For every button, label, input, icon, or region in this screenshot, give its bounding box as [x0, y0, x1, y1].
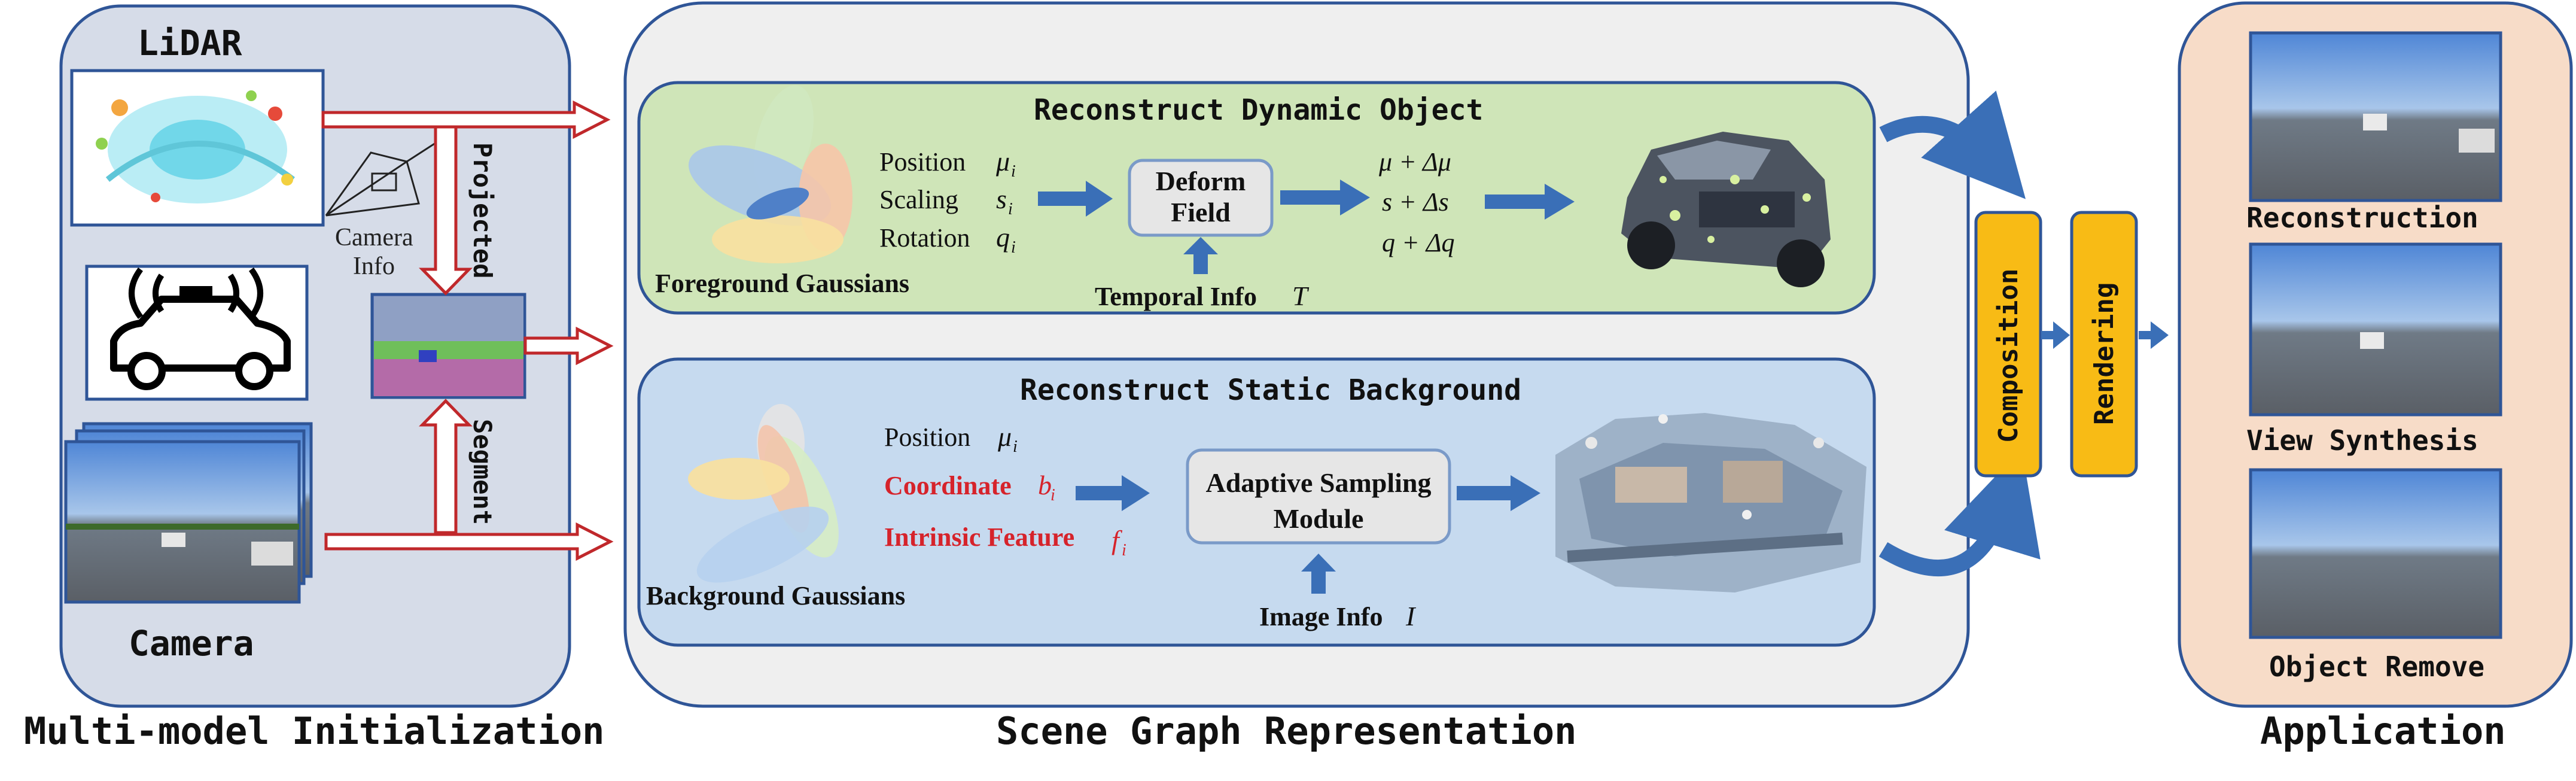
stat-param-position: Position: [884, 423, 970, 452]
curved-arrow-top: [1879, 90, 2026, 199]
dyn-output-mu: μ + Δμ: [1378, 147, 1451, 177]
dyn-output-s: s + Δs: [1382, 187, 1449, 217]
deform-field-line1: Deform: [1156, 166, 1246, 196]
projected-label: Projected: [468, 142, 497, 279]
dyn-arrow-3: [1485, 184, 1575, 220]
rendering-label: Rendering: [2089, 282, 2120, 425]
static-title: Reconstruct Static Background: [1020, 373, 1521, 407]
stat-arrow-2: [1457, 475, 1540, 511]
camera-info-line1: Camera: [335, 224, 413, 251]
background-gaussians-ellipses: [688, 404, 839, 583]
lidar-label: LiDAR: [138, 23, 242, 63]
composition-label: Composition: [1993, 269, 2024, 443]
app-label-view-synthesis: View Synthesis: [2246, 424, 2478, 457]
dyn-sub-2: i: [1008, 200, 1013, 218]
segment-label: Segment: [468, 419, 497, 525]
app-image-reconstruction: [2249, 31, 2502, 202]
stat-sym-b: b: [1038, 470, 1052, 500]
app-image-view-synthesis: [2249, 242, 2502, 417]
composition-box: [1974, 211, 2042, 478]
adaptive-sampling-box: [1186, 448, 1451, 545]
scene-section-title: Scene Graph Representation: [996, 709, 1577, 753]
image-info-up-arrow: [1301, 554, 1336, 594]
temporal-info-label: Temporal Info: [1095, 282, 1257, 311]
segmented-image: [370, 293, 526, 399]
temporal-info-symbol: T: [1292, 281, 1310, 311]
dynamic-truck-render: [1621, 132, 1831, 287]
app-label-reconstruction: Reconstruction: [2246, 202, 2478, 234]
dyn-sub-1: i: [1011, 162, 1016, 181]
lidar-image: [70, 69, 325, 227]
stat-param-coordinate: Coordinate: [884, 471, 1012, 500]
rendering-box: [2070, 211, 2138, 478]
dynamic-title: Reconstruct Dynamic Object: [1034, 93, 1483, 127]
dynamic-outputs: μ + Δμ s + Δs q + Δq: [1378, 147, 1455, 257]
deform-field-line2: Field: [1171, 197, 1231, 227]
stat-sub-3: i: [1122, 541, 1126, 560]
dyn-param-scaling: Scaling: [879, 185, 958, 214]
stat-param-intrinsic: Intrinsic Feature: [884, 522, 1074, 552]
adaptive-sampling-line1: Adaptive Sampling: [1205, 467, 1431, 498]
static-background-render: [1555, 413, 1866, 592]
foreground-gaussians-label: Foreground Gaussians: [655, 269, 909, 298]
background-gaussians-label: Background Gaussians: [646, 581, 905, 610]
stat-sym-mu: μ: [997, 421, 1012, 452]
image-info-label: Image Info: [1259, 602, 1383, 631]
comp-to-render-arrow: [2041, 321, 2070, 349]
deform-field-box: [1128, 159, 1274, 237]
foreground-gaussians-ellipses: [689, 85, 852, 263]
init-section-title: Multi-model Initialization: [24, 709, 605, 753]
dyn-sym-mu: μ: [995, 146, 1010, 177]
dyn-sub-3: i: [1011, 238, 1016, 257]
dyn-param-rotation: Rotation: [879, 223, 970, 253]
dyn-param-position: Position: [879, 147, 966, 177]
dyn-arrow-1: [1038, 181, 1113, 217]
adaptive-sampling-line2: Module: [1274, 503, 1364, 534]
stat-sub-2: i: [1051, 486, 1055, 505]
stat-arrow-1: [1076, 475, 1150, 511]
app-image-object-remove: [2249, 468, 2502, 639]
stat-sub-1: i: [1013, 437, 1018, 456]
dyn-sym-s: s: [996, 184, 1007, 214]
dyn-sym-q: q: [996, 222, 1010, 253]
camera-label: Camera: [129, 623, 254, 664]
red-arrows: [321, 100, 614, 561]
app-label-object-remove: Object Remove: [2269, 651, 2484, 683]
app-section-title: Application: [2260, 709, 2506, 753]
curved-arrow-bottom: [1878, 448, 2041, 577]
temporal-up-arrow: [1183, 237, 1218, 274]
dyn-arrow-2: [1280, 180, 1370, 215]
dynamic-params: Position Scaling Rotation μ i s i q i: [879, 146, 1016, 257]
image-info-symbol: I: [1405, 601, 1417, 631]
camera-image-stack: [64, 422, 313, 604]
static-params: Position μ i Coordinate b i Intrinsic Fe…: [884, 421, 1126, 560]
autonomous-car-icon: [85, 265, 309, 401]
dyn-output-q: q + Δq: [1382, 228, 1455, 257]
camera-info-line2: Info: [353, 253, 395, 280]
render-to-app-arrow: [2139, 321, 2169, 349]
